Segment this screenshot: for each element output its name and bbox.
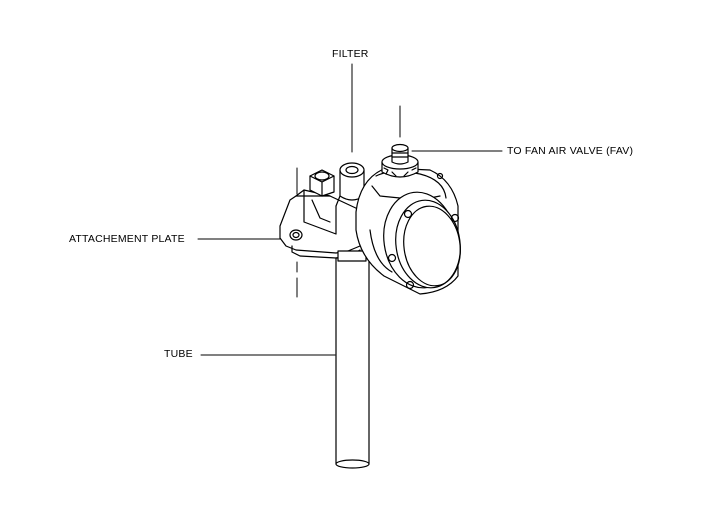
filter-boss	[335, 162, 371, 207]
hex-fitting	[303, 169, 337, 235]
round-cover	[383, 172, 461, 290]
leader-lines	[197, 63, 503, 356]
attachment-plate	[279, 189, 367, 262]
filter-label: FILTER	[332, 48, 369, 60]
fan-air-valve-label: TO FAN AIR VALVE (FAV)	[507, 145, 634, 157]
tube-label: TUBE	[164, 348, 193, 360]
fav-port	[381, 143, 419, 178]
attachement-plate-label: ATTACHEMENT PLATE	[69, 233, 185, 245]
tube	[335, 257, 370, 469]
